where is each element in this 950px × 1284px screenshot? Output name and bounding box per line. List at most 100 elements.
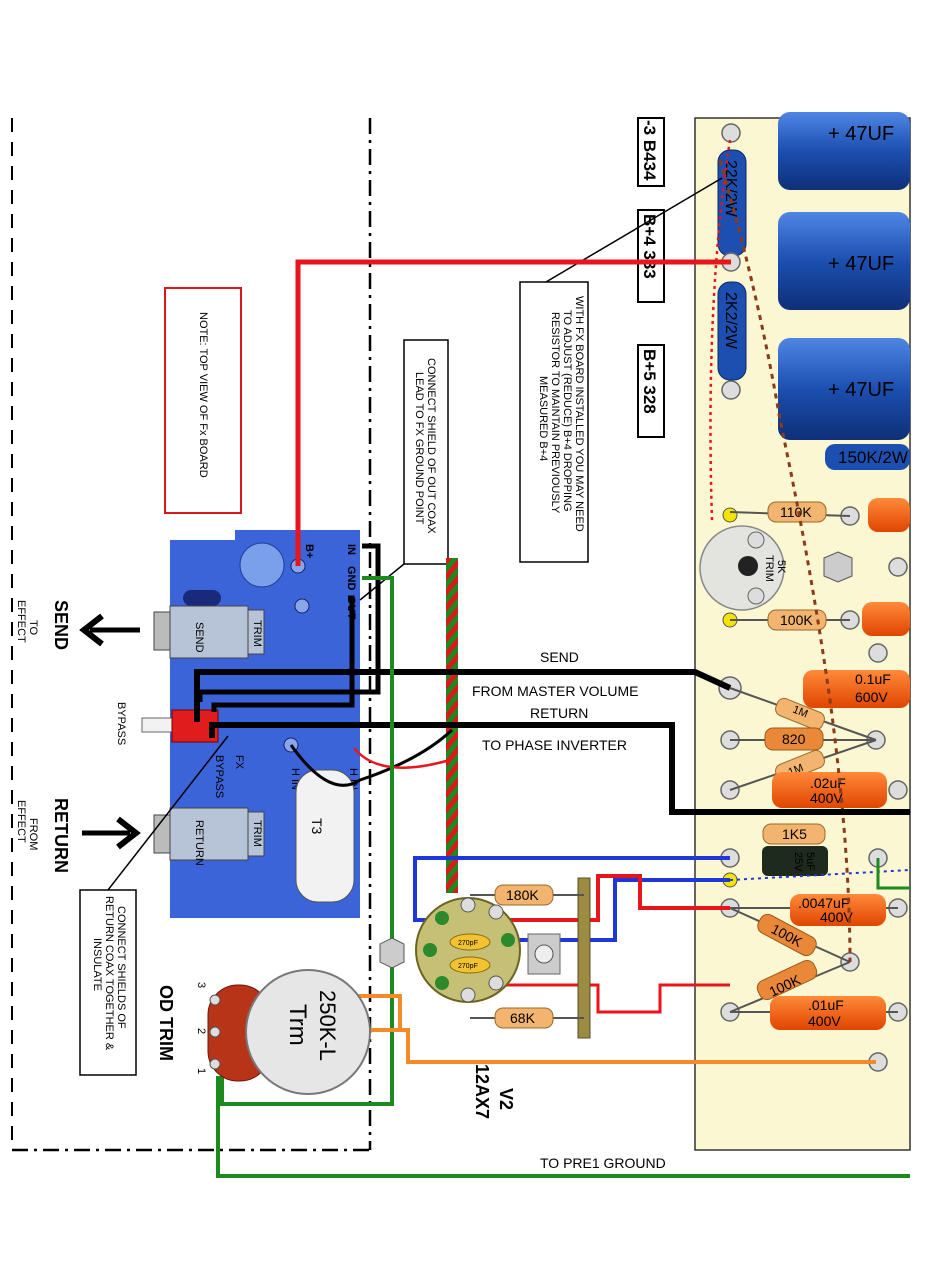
wire-black-hin [289,728,454,787]
svg-text:TRIM: TRIM [251,620,263,647]
wire-label-from-master: FROM MASTER VOLUME [472,683,638,699]
voltage-box-b4: B+4 333 [637,209,665,303]
resistor-2k2-2w: 2K2/2W [717,281,747,381]
resistor-1k5: 1K5 [762,823,826,845]
trim-screw [527,933,561,975]
svg-text:RETURN: RETURN [193,820,205,866]
wire-green-gnd [220,576,394,1106]
wire-label-send: SEND [540,649,579,665]
svg-text:25V: 25V [792,852,804,872]
return-jack[interactable]: RETURN TRIM [153,807,265,866]
svg-text:T3: T3 [309,818,325,835]
tube-socket-v2: 270pF 270pF [415,877,591,1039]
svg-text:Trm: Trm [284,1004,311,1046]
svg-text:WITH FX BOARD INSTALLED YOU MA: WITH FX BOARD INSTALLED YOU MAY NEED [573,296,585,532]
svg-text:RETURN COAX TOGETHER &: RETURN COAX TOGETHER & [103,896,115,1051]
svg-text:CONNECT SHIELDS OF: CONNECT SHIELDS OF [115,906,127,1029]
svg-text:180K: 180K [506,887,539,903]
svg-text:B+: B+ [303,544,315,558]
svg-text:270pF: 270pF [458,940,478,947]
svg-text:150K/2W: 150K/2W [838,448,908,467]
svg-text:B+5 328: B+5 328 [640,349,659,414]
cap-0.1uf-600v: 0.1uF 600V [803,670,910,708]
svg-text:820: 820 [782,731,806,747]
wire-red-bplus [295,259,731,566]
resistor-100k: 100K [730,609,850,631]
wire-green-pre1 [216,1076,910,1178]
svg-text:22K/2W: 22K/2W [722,160,739,218]
send-jack[interactable]: SEND TRIM [153,605,265,659]
resistor-150k-2w: 150K/2W [825,444,910,470]
wire-black-send [194,669,732,722]
svg-text:LEAD TO FX GROUND POINT: LEAD TO FX GROUND POINT [413,372,425,525]
cap-.02uf-400v: .02uF 400V [772,772,887,808]
svg-text:1M: 1M [791,704,810,721]
fx-note-leader [545,177,723,283]
od-trim-label: OD TRIM [156,985,176,1061]
svg-text:270pF: 270pF [458,963,478,970]
shield-note-box: CONNECT SHIELD OF OUT COAX LEAD TO FX GR… [403,339,449,565]
trim-pot-5k: 5K TRIM [699,525,787,611]
svg-text:TRIM: TRIM [251,820,263,847]
red-dotted-wire [709,139,732,521]
svg-text:400V: 400V [808,1013,841,1029]
od-trim-pot[interactable]: Trm 250K-L 3 2 1 [195,969,371,1095]
yellow-eyelet [722,507,738,523]
svg-text:TO ADJUST (REDUCE) B+4 DROPPIN: TO ADJUST (REDUCE) B+4 DROPPING [561,310,573,512]
wire-black-out [211,595,355,712]
cap-47uf-3: + 47UF [778,338,910,440]
svg-text:RESISTOR TO MAINTAIN PREVIOUSL: RESISTOR TO MAINTAIN PREVIOUSLY [549,312,561,514]
cap-47uf-1: + 47UF [778,112,910,190]
hex-nut-tube [379,937,405,969]
svg-text:.0047uF: .0047uF [798,895,849,911]
coax-note-leader [107,735,229,891]
fx-pin-out [294,598,310,614]
resistor-1m-a: 1M [729,687,877,741]
svg-text:400V: 400V [820,909,853,925]
return-arrow [82,816,141,850]
cap-.01uf-400v: .01uF 400V [730,996,898,1030]
cap-47uf-2: + 47UF [778,212,910,310]
svg-text:+ 47UF: + 47UF [828,379,894,401]
send-label: SEND [51,600,71,650]
bypass-switch[interactable] [141,709,219,743]
svg-text:600V: 600V [855,689,888,705]
cap-orange-stub [868,498,910,532]
cap-.0047uf-400v: .0047uF 400V [730,894,898,926]
svg-text:MEASURED B+4: MEASURED B+4 [537,376,549,461]
svg-text:3: 3 [195,982,207,988]
wire-black-in [197,543,381,702]
blue-dotted-wire [729,869,911,881]
svg-text:250K-L: 250K-L [315,990,340,1061]
wire-label-to-pre1: TO PRE1 GROUND [540,1155,666,1171]
svg-text:INSULATE: INSULATE [91,938,103,991]
resistor-180k: 180K [470,884,584,906]
wire-label-to-phase: TO PHASE INVERTER [482,737,627,753]
svg-text:5K: 5K [775,560,787,574]
svg-text:CONNECT SHIELD OF OUT COAX: CONNECT SHIELD OF OUT COAX [425,358,437,534]
resistor-820: 820 [730,727,876,751]
svg-text:.01uF: .01uF [808,997,844,1013]
svg-text:SEND: SEND [193,622,205,653]
svg-text:5uF: 5uF [804,852,816,871]
resistor-68k: 68K [470,1007,584,1029]
coax-note-box: CONNECT SHIELDS OF RETURN COAX TOGETHER … [79,889,137,1076]
svg-text:400V: 400V [810,790,843,806]
resistor-110k: 110K [729,501,851,523]
send-sub-1: TO [27,620,39,636]
svg-text:+ 47UF: + 47UF [828,123,894,145]
wire-black-return [209,722,910,815]
bypass-label: BYPASS [115,702,127,745]
svg-text:FX: FX [233,755,245,770]
svg-text:110K: 110K [780,504,812,520]
wire-label-return: RETURN [530,705,588,721]
brown-dotted-wire [718,159,852,963]
shield-note-leader [359,563,405,601]
note-box: NOTE: TOP VIEW OF Fx BOARD [164,287,242,514]
tube-name: V2 [496,1088,516,1110]
return-label: RETURN [51,798,71,873]
tube-type: 12AX7 [472,1064,492,1119]
svg-text:2: 2 [195,1028,207,1034]
svg-text:IN: IN [345,544,357,555]
